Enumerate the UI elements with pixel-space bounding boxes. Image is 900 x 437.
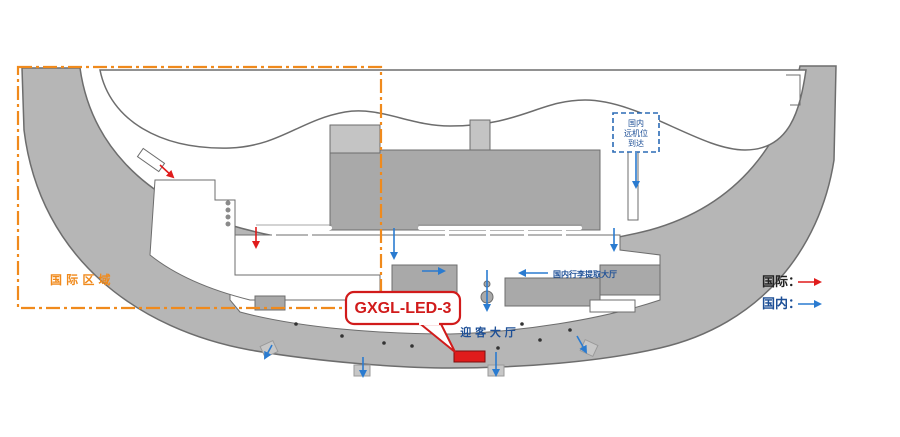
baggage-block-right <box>504 277 601 307</box>
central-hall-top-right <box>469 119 491 151</box>
legend-international-label: 国际： <box>762 275 801 290</box>
right-notch <box>786 74 801 106</box>
international-zone: 国 际 区 域 <box>16 65 383 310</box>
remote-stand-box: 国内 远机位 到达 <box>612 112 660 153</box>
left-white-area <box>149 179 381 301</box>
domestic-baggage-claim-label: 国内行李提取大厅 <box>553 269 617 279</box>
intl-arrow-1 <box>159 164 175 179</box>
international-flow-arrows <box>159 164 260 249</box>
baggage-carousels <box>256 226 582 254</box>
international-zone-label: 国 际 区 域 <box>50 272 111 287</box>
device-marker <box>453 350 486 363</box>
dom-arrow-10 <box>576 335 587 354</box>
callout-pointer-mask <box>419 321 439 325</box>
east-small-block <box>589 299 636 313</box>
legend-domestic-label: 国内： <box>762 296 801 312</box>
arrivals-hall-label: 迎 客 大 厅 <box>460 325 516 339</box>
central-hall-top <box>329 124 381 154</box>
dots-left <box>225 200 231 227</box>
domestic-flow-arrows <box>264 153 640 378</box>
remote-stand-line-1: 国内 <box>628 118 644 128</box>
device-marker-group: GXGL-LED-3 <box>344 290 486 363</box>
inner-courtyard <box>99 69 807 151</box>
dom-arrow-7 <box>264 344 273 360</box>
remote-stand-line-3: 到达 <box>628 138 644 148</box>
escalator-left <box>136 147 166 173</box>
remote-stand-line-2: 远机位 <box>624 128 648 138</box>
remote-stand-outline <box>612 112 660 153</box>
east-block <box>599 264 661 296</box>
hall-pillars <box>294 322 572 350</box>
international-zone-outline <box>16 65 383 310</box>
legend: 国际： 国内： <box>762 275 822 312</box>
lower-left-step <box>254 295 286 311</box>
device-callout-label: GXGL-LED-3 <box>355 300 452 317</box>
device-callout-box <box>344 290 462 326</box>
central-hall-block <box>329 149 601 231</box>
